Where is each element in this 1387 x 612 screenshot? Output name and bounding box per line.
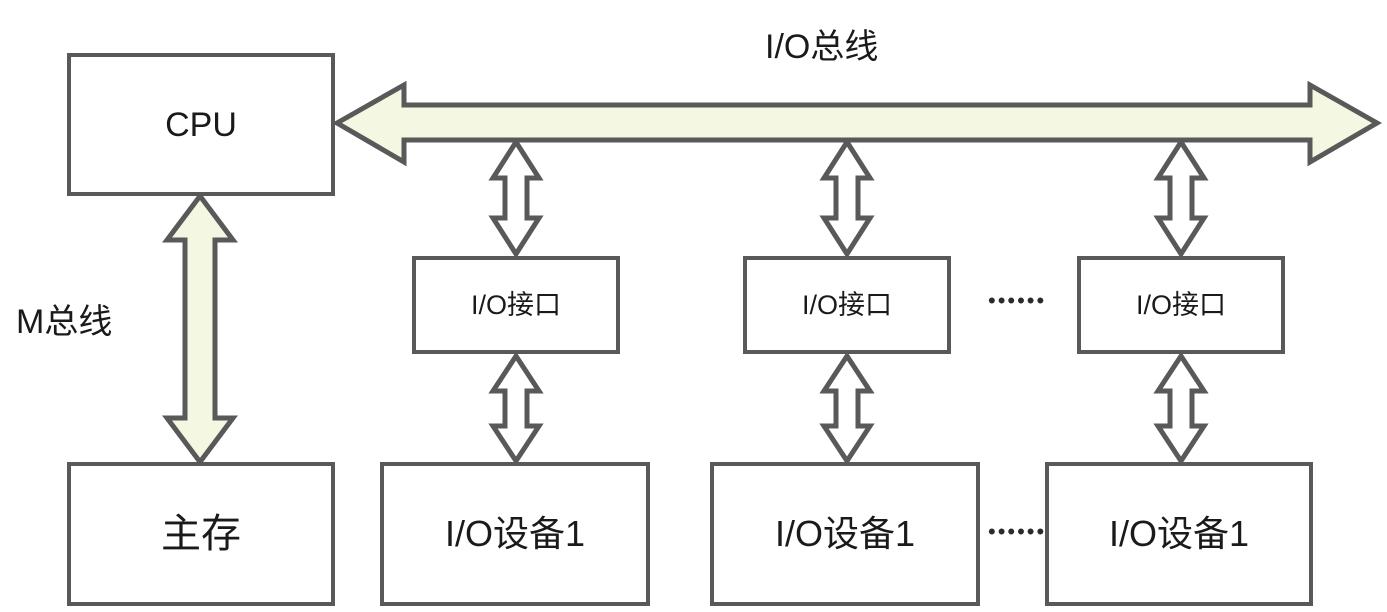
interface-to-device-connector-2 <box>819 351 875 466</box>
node-io-device-1[interactable]: I/O设备1 <box>380 462 650 606</box>
node-io-device-3[interactable]: I/O设备1 <box>1045 462 1313 606</box>
device-row-ellipsis: •••••• <box>988 519 1047 544</box>
io-bus-arrow <box>331 80 1383 167</box>
m-bus-label: M总线 <box>16 303 113 341</box>
interface-to-device-connector-3 <box>1153 351 1209 466</box>
node-main-memory[interactable]: 主存 <box>67 462 335 606</box>
node-io-device-2-label: I/O设备1 <box>774 513 916 554</box>
node-cpu-label: CPU <box>165 105 237 144</box>
node-io-device-3-label: I/O设备1 <box>1108 513 1250 554</box>
node-io-interface-2-label: I/O接口 <box>801 289 892 320</box>
bus-to-interface-connector-1 <box>488 137 544 259</box>
node-cpu[interactable]: CPU <box>67 53 335 196</box>
node-main-memory-label: 主存 <box>161 512 241 556</box>
bus-to-interface-connector-2 <box>819 137 875 259</box>
io-bus-label: I/O总线 <box>765 28 879 66</box>
node-io-device-2[interactable]: I/O设备1 <box>710 462 980 606</box>
interface-to-device-connector-1 <box>488 351 544 466</box>
node-io-interface-2[interactable]: I/O接口 <box>743 256 951 354</box>
m-bus-arrow <box>162 191 238 467</box>
node-io-interface-3[interactable]: I/O接口 <box>1077 256 1285 354</box>
node-io-interface-1[interactable]: I/O接口 <box>412 256 620 354</box>
node-io-interface-3-label: I/O接口 <box>1135 289 1226 320</box>
node-io-interface-1-label: I/O接口 <box>470 289 561 320</box>
interface-row-ellipsis: •••••• <box>988 288 1047 313</box>
node-io-device-1-label: I/O设备1 <box>444 513 586 554</box>
bus-to-interface-connector-3 <box>1153 137 1209 259</box>
